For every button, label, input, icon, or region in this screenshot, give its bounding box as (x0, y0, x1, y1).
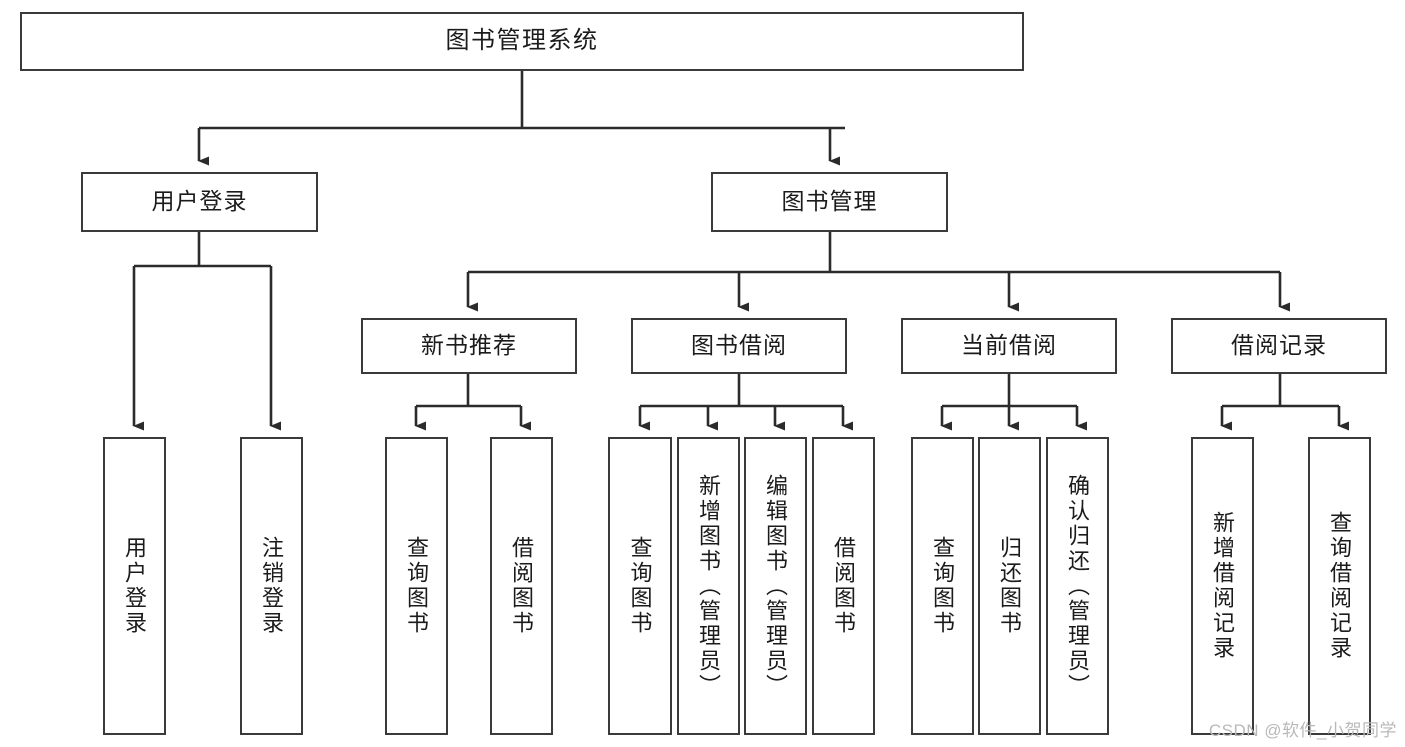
node-leaf-logout[interactable]: 注销登录 (240, 437, 303, 735)
node-label: 借阅图书 (831, 536, 857, 636)
node-label: 用户登录 (151, 188, 248, 215)
node-leaf-return-book[interactable]: 归还图书 (978, 437, 1041, 735)
node-leaf-borrow-book[interactable]: 借阅图书 (812, 437, 875, 735)
node-leaf-edit-book-admin[interactable]: 编辑图书（管理员） (744, 437, 807, 735)
node-leaf-add-borrow-record[interactable]: 新增借阅记录 (1191, 437, 1254, 735)
node-new-book-recommendation[interactable]: 新书推荐 (361, 318, 577, 374)
node-leaf-query-book-borrow[interactable]: 查询图书 (608, 437, 672, 735)
node-leaf-borrow-book-newbook[interactable]: 借阅图书 (490, 437, 553, 735)
node-label: 新书推荐 (421, 332, 517, 359)
node-user-login[interactable]: 用户登录 (81, 172, 318, 232)
node-label: 用户登录 (122, 536, 148, 636)
node-label: 查询图书 (404, 536, 430, 636)
node-label: 归还图书 (997, 536, 1023, 636)
node-label: 查询图书 (930, 536, 956, 636)
node-leaf-user-login[interactable]: 用户登录 (103, 437, 166, 735)
node-leaf-confirm-return-admin[interactable]: 确认归还（管理员） (1046, 437, 1109, 735)
node-leaf-query-book-current[interactable]: 查询图书 (911, 437, 974, 735)
node-label: 查询借阅记录 (1327, 511, 1353, 661)
node-root-book-management-system[interactable]: 图书管理系统 (20, 12, 1024, 71)
node-label: 编辑图书（管理员） (763, 473, 789, 699)
node-label: 新增图书（管理员） (696, 473, 722, 699)
node-label: 查询图书 (627, 536, 653, 636)
node-leaf-query-book-newbook[interactable]: 查询图书 (385, 437, 448, 735)
node-label: 借阅记录 (1231, 332, 1327, 359)
watermark-csdn: CSDN @软件_小贺同学 (1208, 721, 1397, 740)
node-label: 确认归还（管理员） (1065, 473, 1091, 699)
node-book-borrowing[interactable]: 图书借阅 (631, 318, 847, 374)
node-label: 注销登录 (259, 536, 285, 636)
node-leaf-query-borrow-record[interactable]: 查询借阅记录 (1308, 437, 1371, 735)
node-label: 借阅图书 (509, 536, 535, 636)
node-label: 图书借阅 (691, 332, 787, 359)
node-leaf-add-book-admin[interactable]: 新增图书（管理员） (677, 437, 740, 735)
node-current-borrowing[interactable]: 当前借阅 (901, 318, 1117, 374)
node-label: 新增借阅记录 (1210, 511, 1236, 661)
node-borrow-records[interactable]: 借阅记录 (1171, 318, 1387, 374)
node-book-management[interactable]: 图书管理 (711, 172, 948, 232)
node-label: 图书管理系统 (445, 27, 599, 55)
node-label: 图书管理 (781, 188, 878, 215)
node-label: 当前借阅 (961, 332, 1057, 359)
